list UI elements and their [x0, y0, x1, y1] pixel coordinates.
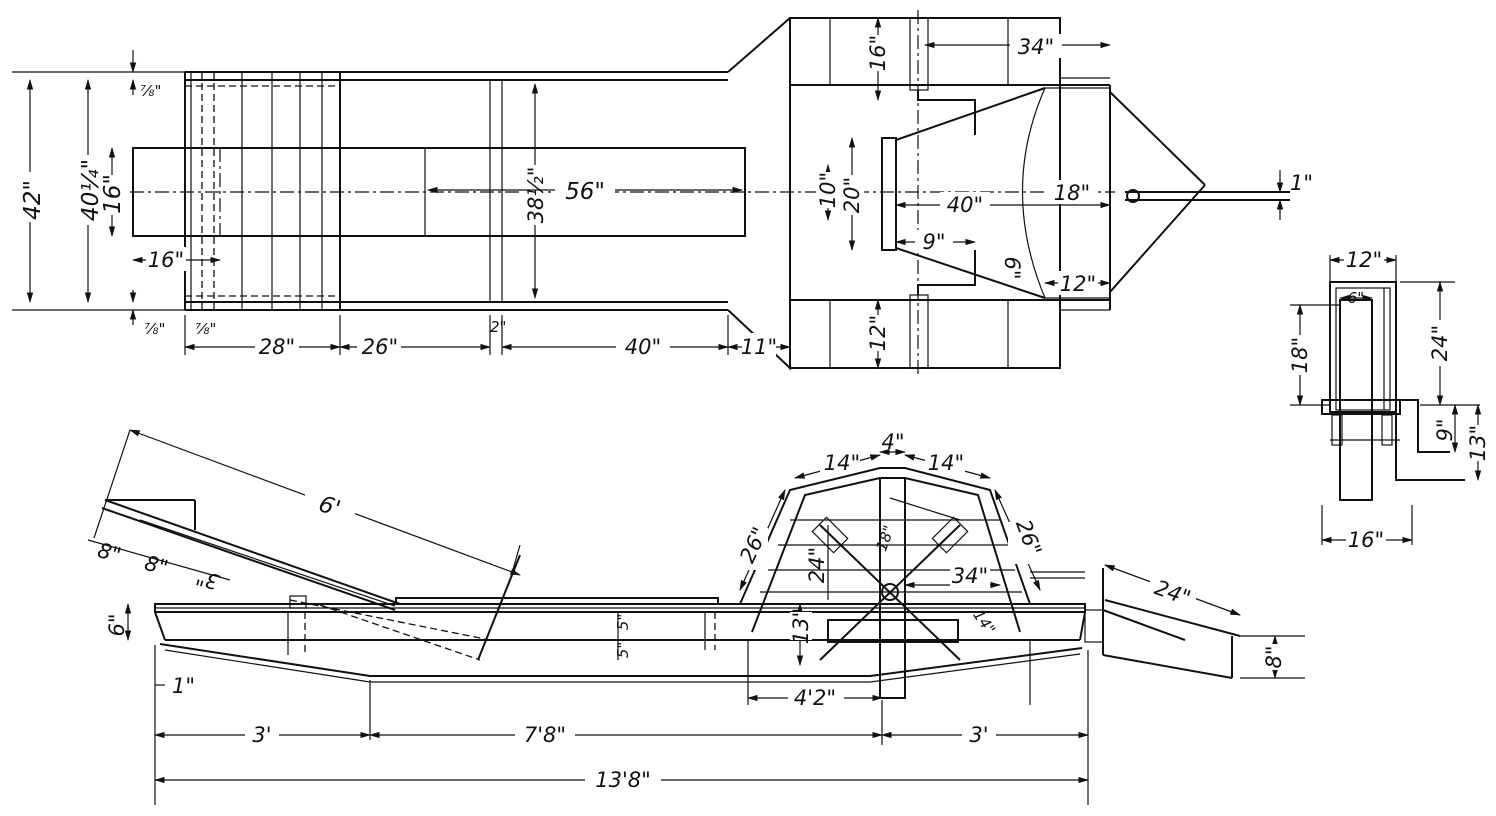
dim-wheel-13: 13" — [789, 608, 813, 644]
dim-rail-top: ⅞" — [140, 82, 161, 100]
dim-crank-10: 10" — [816, 172, 840, 208]
dim-len-3a: 3' — [252, 723, 271, 747]
dim-width-inner: 40¼" — [78, 159, 104, 221]
dim-end-inner-6: 6" — [1348, 289, 1364, 307]
backrest — [101, 499, 521, 661]
dim-backrest-8b: 8" — [142, 551, 171, 580]
dim-end-height-24: 24" — [1428, 325, 1452, 361]
dim-56: 56" — [565, 179, 605, 205]
dim-40: 40" — [625, 335, 661, 359]
dim-deck-5b: 5" — [614, 642, 632, 658]
paddle-housing-plan — [789, 10, 1290, 378]
dim-wheel-24: 24" — [805, 547, 829, 583]
dim-end-height-18: 18" — [1288, 337, 1312, 373]
end-dimensions: 12" 6" 18" 24" 9" 13" 16" — [1288, 247, 1490, 552]
dim-paddle-12: 12" — [866, 315, 890, 351]
dim-seat-length: 16" — [148, 248, 184, 272]
dim-wheel-14b: 14" — [928, 451, 964, 475]
dim-len-3b: 3' — [969, 723, 988, 747]
dim-rudder-rod: 1" — [1290, 171, 1313, 195]
dim-backrest-3: 3" — [193, 565, 222, 594]
dim-wheel-base: 4'2" — [794, 686, 836, 710]
end-view: 12" 6" 18" 24" 9" 13" 16" — [1288, 247, 1490, 552]
dim-crank-18: 18" — [1054, 181, 1090, 205]
end-housing — [1321, 281, 1465, 501]
paddle-wheel-house — [739, 467, 1085, 699]
dim-len-total: 13'8" — [595, 768, 651, 792]
dim-end-crank-9: 9" — [1433, 418, 1457, 441]
dim-paddle-34: 34" — [1018, 35, 1054, 59]
dim-11: 11" — [741, 335, 777, 359]
dim-wheel-34: 34" — [952, 564, 988, 588]
deck-frame — [184, 17, 791, 369]
dim-crank-12: 12" — [1060, 272, 1096, 296]
dim-rudder-8: 8" — [1262, 645, 1286, 668]
hull-profile — [154, 597, 1104, 683]
dim-crank-40: 40" — [947, 193, 983, 217]
plan-dimensions: 42" 40¼" 16" ⅞" ⅞" ⅞" 16" 38½" 56" — [12, 16, 1313, 370]
dim-hull-1: 1" — [172, 674, 195, 698]
dim-wheel-4: 4" — [881, 430, 904, 454]
dim-crank-20: 20" — [840, 177, 864, 213]
dim-wheel-14a: 14" — [824, 451, 860, 475]
dim-rail-side: ⅞" — [195, 320, 216, 338]
dim-wheel-18: 18" — [872, 523, 898, 554]
dim-end-crank-13: 13" — [1466, 425, 1490, 461]
dim-rail-bottom: ⅞" — [144, 320, 165, 338]
dim-28: 28" — [259, 335, 295, 359]
dim-span-inner: 38½" — [524, 167, 548, 224]
dim-2: 2" — [490, 318, 506, 336]
dim-26: 26" — [362, 335, 398, 359]
dim-paddle-16: 16" — [866, 35, 890, 71]
dim-deck-5a: 5" — [614, 614, 632, 630]
dim-end-top-12: 12" — [1346, 248, 1382, 272]
dim-crank-9: 9" — [922, 230, 945, 254]
dim-seat-width: 16" — [100, 174, 126, 214]
plan-view: 42" 40¼" 16" ⅞" ⅞" ⅞" 16" 38½" 56" — [12, 10, 1313, 378]
dim-deck-6: 6" — [105, 613, 129, 636]
dim-width-overall: 42" — [20, 180, 46, 220]
dim-len-7-8: 7'8" — [524, 723, 566, 747]
side-view: 6' 8" 8" 3" 6" 5" 5" 1" 14" 4" 14" 26" — [87, 429, 1305, 805]
dim-crank-6: 6" — [1000, 256, 1024, 279]
dim-end-base-16: 16" — [1348, 528, 1384, 552]
